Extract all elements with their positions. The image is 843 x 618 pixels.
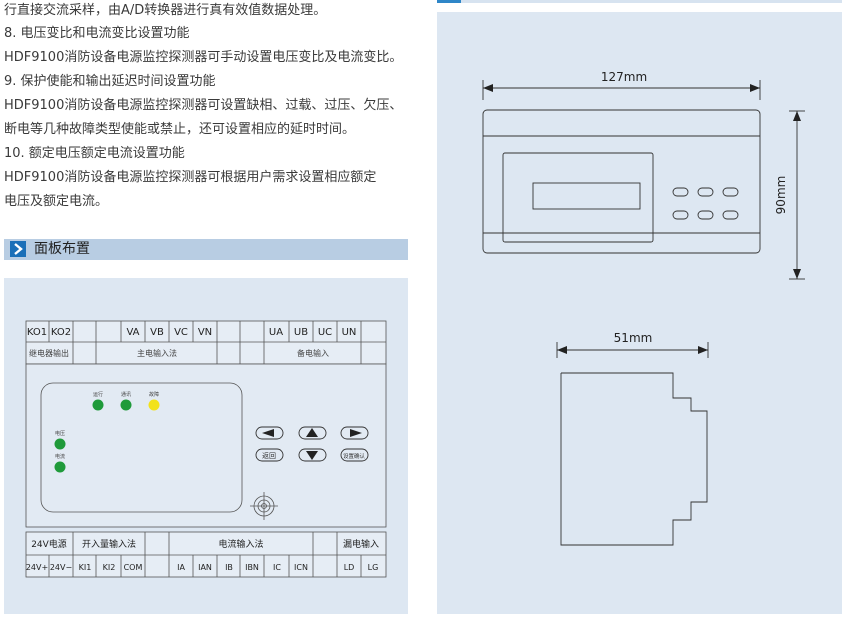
comm-led-icon — [120, 399, 132, 411]
down-key[interactable] — [298, 448, 327, 462]
label-backup-input: 备电输入 — [297, 348, 329, 358]
label-back: 返回 — [262, 452, 276, 460]
label-run: 运行 — [93, 391, 103, 398]
terminal-un: UN — [342, 327, 357, 338]
terminal-ua: UA — [269, 327, 283, 338]
terminal-va: VA — [126, 327, 139, 338]
terminal-com: COM — [124, 563, 143, 572]
front-panel-diagram: KO1 KO2 VA VB VC VN UA UB UC UN 继电器输出 主电… — [25, 320, 387, 578]
text-line-8: HDF9100消防设备电源监控探测器可根据用户需求设置相应额定 — [4, 170, 377, 185]
terminal-lg: LG — [368, 563, 379, 572]
up-key[interactable] — [298, 426, 327, 440]
terminal-ko1: KO1 — [27, 327, 47, 338]
text-line-4: 9. 保护使能和输出延迟时间设置功能 — [4, 74, 216, 89]
label-fault: 故障 — [149, 391, 159, 398]
terminal-ian: IAN — [198, 563, 212, 572]
terminal-ia: IA — [177, 563, 185, 572]
terminal-ib: IB — [225, 563, 233, 572]
label-comm: 通讯 — [121, 391, 131, 398]
terminal-24v-plus: 24V+ — [26, 563, 48, 572]
voltage-led-icon — [54, 438, 66, 450]
section-title: 面板布置 — [34, 241, 90, 257]
terminal-ic: IC — [273, 563, 281, 572]
right-key[interactable] — [340, 426, 369, 440]
terminal-icn: ICN — [294, 563, 308, 572]
terminal-ld: LD — [344, 563, 355, 572]
terminal-vc: VC — [174, 327, 188, 338]
arrow-right-icon — [350, 429, 362, 437]
right-top-rule — [437, 0, 842, 3]
label-confirm: 设置确认 — [343, 452, 366, 460]
back-key[interactable] — [255, 448, 284, 462]
label-leak-input: 漏电输入 — [343, 538, 379, 550]
fault-led-icon — [148, 399, 160, 411]
label-current-input: 电流输入法 — [218, 538, 263, 550]
terminal-24v-minus: 24V− — [50, 563, 72, 572]
chevron-right-icon — [10, 241, 26, 257]
terminal-ibn: IBN — [245, 563, 259, 572]
arrow-left-icon — [262, 429, 274, 437]
confirm-key[interactable] — [340, 448, 369, 462]
label-voltage: 电压 — [55, 430, 65, 437]
terminal-vn: VN — [198, 327, 212, 338]
terminal-ki2: KI2 — [103, 563, 116, 572]
label-relay-output: 继电器输出 — [29, 348, 69, 358]
text-line-7: 10. 额定电压额定电流设置功能 — [4, 146, 185, 161]
label-24v-power: 24V电源 — [31, 538, 67, 550]
section-header: 面板布置 — [4, 239, 408, 260]
text-line-9: 电压及额定电流。 — [4, 194, 109, 209]
text-line-5: HDF9100消防设备电源监控探测器可设置缺相、过载、过压、欠压、 — [4, 98, 403, 113]
dimension-diagram: 127mm 90mm 51mm — [482, 70, 805, 546]
width-dimension-label: 127mm — [601, 70, 647, 84]
current-led-icon — [54, 461, 66, 473]
text-line-1: 行直接交流采样，由A/D转换器进行真有效值数据处理。 — [4, 3, 327, 18]
terminal-ko2: KO2 — [51, 327, 71, 338]
label-switch-input: 开入量输入法 — [82, 538, 136, 550]
label-current: 电流 — [55, 453, 65, 460]
buzzer-icon — [250, 492, 278, 520]
left-key[interactable] — [255, 426, 284, 440]
arrow-down-icon — [306, 451, 318, 460]
text-line-2: 8. 电压变比和电流变比设置功能 — [4, 26, 190, 41]
terminal-vb: VB — [150, 327, 164, 338]
label-main-input: 主电输入法 — [137, 348, 177, 358]
arrow-up-icon — [306, 428, 318, 437]
terminal-uc: UC — [318, 327, 332, 338]
text-line-6: 断电等几种故障类型使能或禁止，还可设置相应的延时时间。 — [4, 122, 356, 137]
run-led-icon — [92, 399, 104, 411]
terminal-ub: UB — [294, 327, 308, 338]
terminal-ki1: KI1 — [79, 563, 92, 572]
depth-dimension-label: 51mm — [614, 331, 653, 345]
height-dimension-label: 90mm — [774, 176, 788, 215]
text-line-3: HDF9100消防设备电源监控探测器可手动设置电压变比及电流变比。 — [4, 50, 403, 65]
